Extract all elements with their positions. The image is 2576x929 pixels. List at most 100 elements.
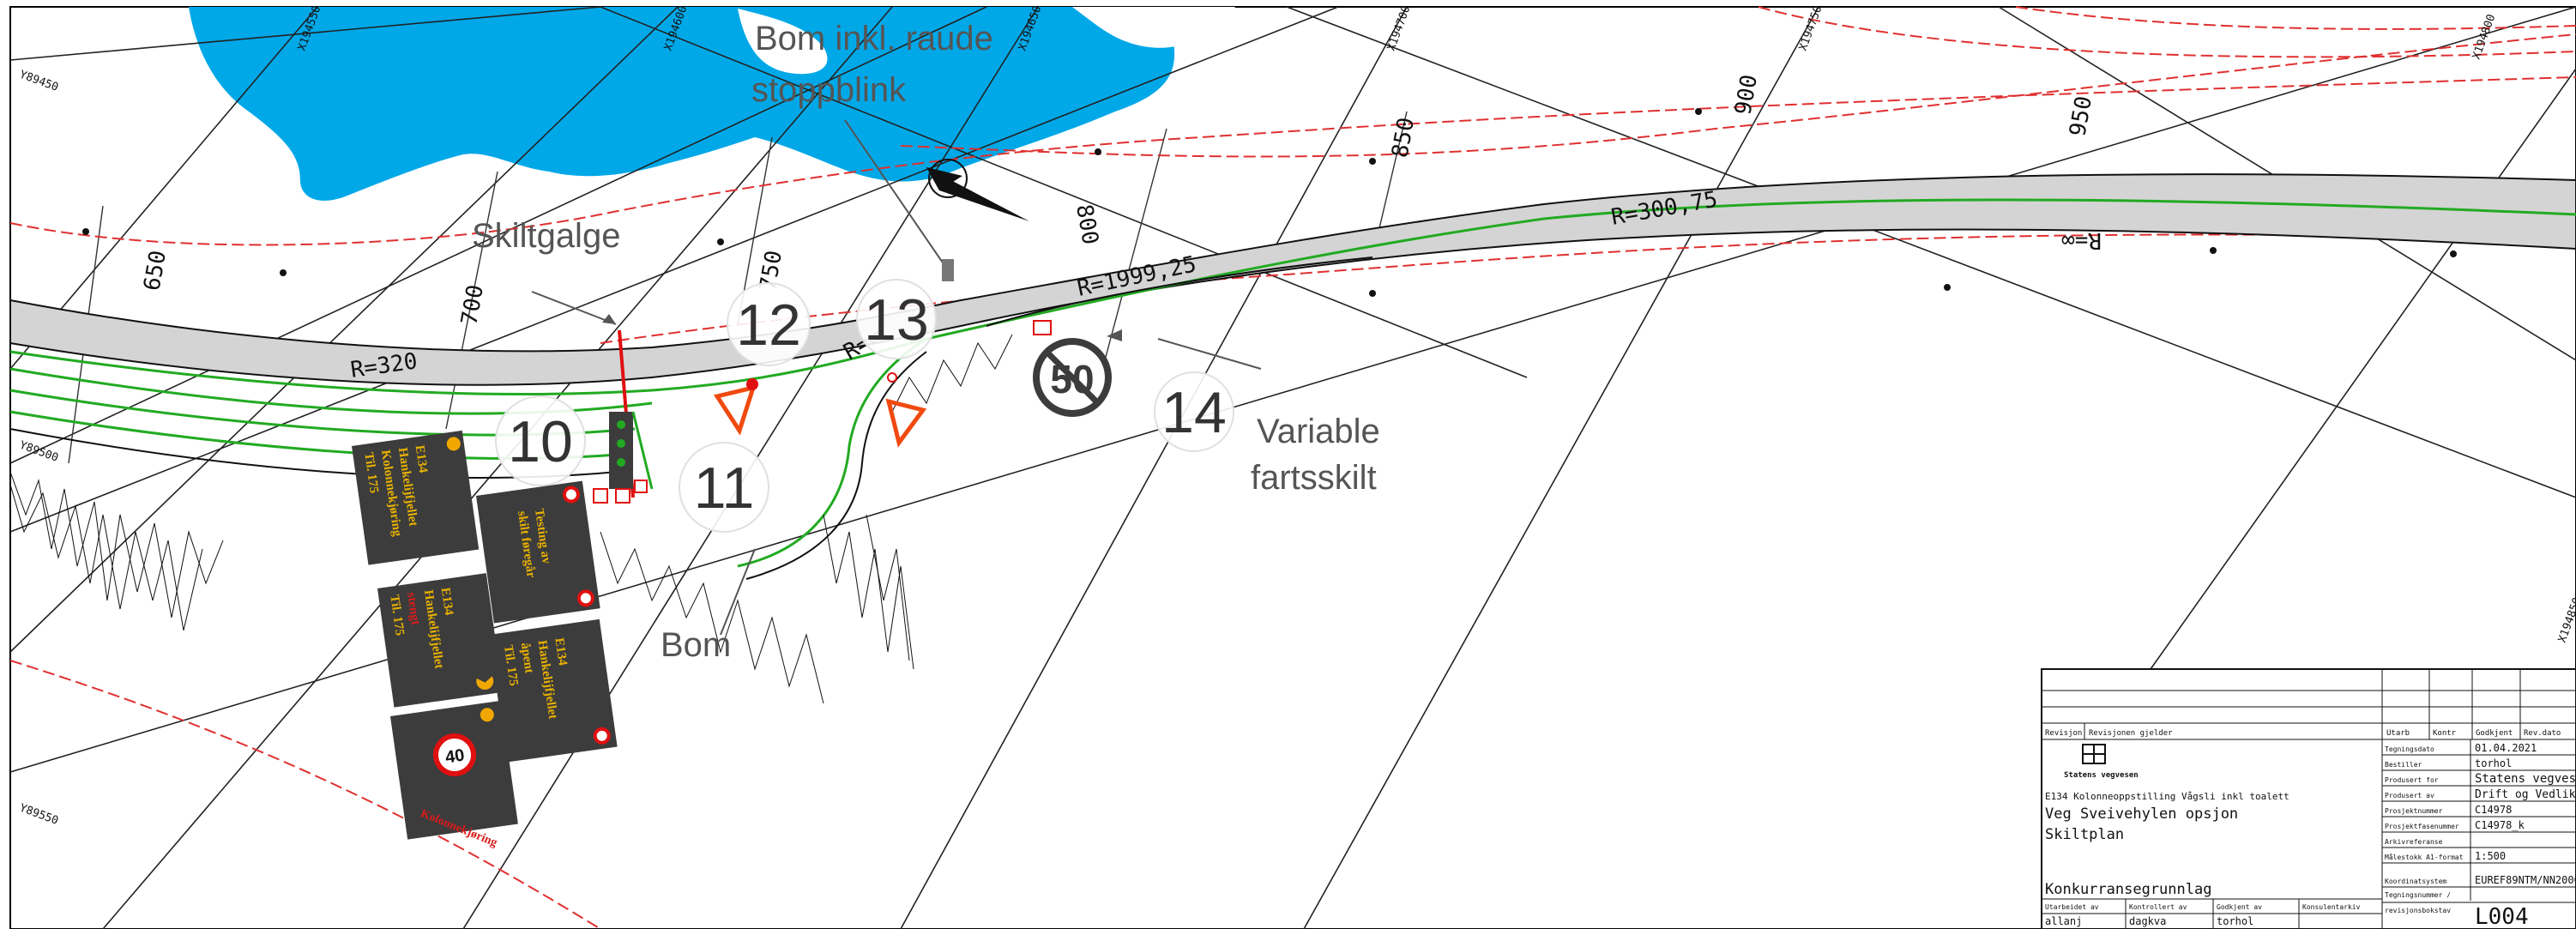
station-700: 700 — [456, 283, 489, 327]
callout-leaders — [531, 119, 1262, 636]
tb-tegningsdato-label: Tegningsdato — [2385, 745, 2434, 753]
barrier-post — [942, 259, 954, 281]
tb-tegningsnummer-label: Tegningsnummer / — [2385, 891, 2451, 899]
sign-panel-2: Testing av skilt føregår — [476, 480, 600, 624]
number-circle-14-label: 14 — [1161, 380, 1227, 445]
title-block: Revisjon Revisjonen gjelder Utarb Kontr … — [2041, 668, 2576, 929]
grid-label-x7: X194850 — [2556, 596, 2576, 645]
warning-triangle-13 — [885, 398, 927, 448]
tb-kontrollert-av-label: Kontrollert av — [2129, 903, 2187, 911]
tb-logo-text: Statens vegvesen — [2064, 771, 2139, 780]
station-650: 650 — [139, 249, 172, 293]
warning-triangle-12 — [713, 384, 757, 436]
tb-revdato-col: Rev.dato — [2524, 729, 2561, 738]
curve-label-r1999: R=1999,25 — [1075, 251, 1198, 302]
coordinate-grid — [9, 6, 2576, 929]
number-circle-13-label: 13 — [864, 287, 929, 353]
sign-panel-4-line2: åpent — [518, 642, 536, 674]
sign-panel-4-line3: Til. 175 — [501, 644, 521, 687]
sign-panel-4: E134 Hankelijfjellet åpent Til. 175 — [489, 618, 618, 763]
tb-prosjektnummer-label: Prosjektnummer — [2385, 807, 2443, 815]
tb-title2: Skiltplan — [2045, 826, 2124, 843]
sign-panel-5-speed: 40 — [444, 746, 466, 768]
variable-speed-sign: 50 — [1033, 338, 1112, 417]
tb-godkjent-av-label: Godkjent av — [2217, 903, 2262, 911]
tb-prosjektfasenummer-label: Prosjektfasenummer — [2385, 823, 2459, 830]
callout-skiltgalge: Skiltgalge — [472, 217, 620, 255]
lake-island — [738, 9, 828, 75]
tb-prosjektfasenummer: C14978_k — [2475, 819, 2525, 831]
tb-malestokk: 1:500 — [2475, 850, 2506, 862]
station-900: 900 — [1730, 73, 1763, 117]
tb-project-line: E134 Kolonneoppstilling Vågsli inkl toal… — [2045, 791, 2289, 802]
lake-shore-white — [1072, 7, 1235, 48]
number-circle-12-label: 12 — [736, 293, 801, 358]
callout-bom-stoppblink-line1: Bom inkl. raude — [755, 20, 993, 57]
sign-panel-1-route: E134 — [413, 444, 430, 474]
callout-variable-line2: fartsskilt — [1251, 459, 1377, 497]
grid-label-x4: X194700 — [1385, 4, 1414, 53]
tb-koordinatsystem-label: Koordinatsystem — [2385, 878, 2446, 885]
tb-kontr-col: Kontr — [2433, 729, 2457, 738]
number-circle-10: 10 — [495, 395, 586, 486]
station-950: 950 — [2065, 94, 2097, 138]
variable-arrowhead — [1107, 329, 1122, 341]
tb-utarbeidet-av: allanj — [2045, 915, 2082, 927]
sign-panel-3-line3: Til. 175 — [387, 594, 407, 636]
tb-revisjonen-gjelder-label: Revisjonen gjelder — [2089, 729, 2173, 738]
terrain-hatch — [9, 334, 1013, 704]
tb-revisjon-label: Revisjon — [2045, 729, 2082, 738]
grid-label-y3: Y89550 — [18, 802, 60, 828]
sign-panel-1: E134 Hankelijfjellet Kolonnekjøring Til.… — [352, 430, 480, 565]
tb-konsulentarkiv-label: Konsulentarkiv — [2302, 903, 2361, 911]
tb-kontrollert-av: dagkva — [2129, 915, 2166, 927]
number-circle-10-label: 10 — [508, 409, 573, 474]
tb-bestiller-label: Bestiller — [2385, 761, 2422, 769]
callout-bom-stoppblink-line2: stoppblink — [751, 71, 907, 109]
stop-light-12 — [746, 378, 758, 390]
stop-light-13 — [887, 372, 897, 383]
tb-produsert-av-label: Produsert av — [2385, 792, 2434, 799]
sign-panel-3-route: E134 — [438, 587, 455, 617]
tb-produsert-av: Drift og Vedlikehold — [2475, 788, 2576, 801]
sign-panel-1-line3: Til. 175 — [361, 451, 381, 494]
lake-area — [189, 7, 1175, 201]
tb-produsert-for-label: Produsert for — [2385, 776, 2439, 784]
tb-godkjent-col: Godkjent — [2476, 729, 2513, 738]
number-circle-11: 11 — [679, 442, 769, 533]
number-circle-12: 12 — [727, 282, 811, 366]
tb-bestiller: torhol — [2475, 757, 2512, 769]
tb-revisjonsbokstav-label: revisjonsbokstav — [2385, 907, 2451, 914]
sign-panel-4-route: E134 — [552, 637, 569, 667]
station-800: 800 — [1071, 202, 1103, 246]
number-circle-11-label: 11 — [694, 455, 755, 521]
skiltgalge-arrowhead — [602, 314, 616, 324]
callout-bom: Bom — [661, 626, 731, 664]
tb-malestokk-label: Målestokk A1-format — [2385, 853, 2464, 861]
callout-variable-line1: Variable — [1257, 413, 1380, 450]
sign-panel-5: 40 Kolonnekjøring — [390, 700, 518, 850]
tb-godkjent-av: torhol — [2217, 915, 2253, 927]
statens-vegvesen-logo: Statens vegvesen — [2064, 744, 2139, 780]
tb-koordinatsystem: EUREF89NTM/NN2000 — [2475, 874, 2576, 886]
curve-label-rinf-a: R=∞ — [2061, 227, 2102, 253]
tb-status: Konkurransegrunnlag — [2045, 881, 2211, 898]
property-lines — [9, 6, 2576, 929]
grid-label-y1: Y89450 — [18, 69, 60, 94]
tb-title1: Veg Sveivehylen opsjon — [2045, 805, 2238, 823]
tb-utarb-col: Utarb — [2386, 729, 2410, 738]
sign-panel-3: E134 Hankelijfjellet stengt Til. 175 — [377, 573, 504, 708]
grid-label-x5: X194750 — [1797, 4, 1825, 53]
drawing-border — [9, 6, 2576, 929]
number-circle-14: 14 — [1154, 371, 1234, 452]
tb-tegningsnummer: L004 — [2475, 904, 2529, 929]
tb-produsert-for: Statens vegvesen — [2475, 772, 2576, 786]
sign-post-marker — [1033, 320, 1052, 335]
tb-arkivreferanse-label: Arkivreferanse — [2385, 838, 2443, 846]
number-circle-13: 13 — [856, 279, 937, 359]
tb-prosjektnummer: C14978 — [2475, 804, 2512, 816]
north-arrow — [926, 159, 1029, 221]
sign-gantry — [593, 329, 654, 504]
tb-utarbeidet-av-label: Utarbeidet av — [2045, 903, 2099, 911]
